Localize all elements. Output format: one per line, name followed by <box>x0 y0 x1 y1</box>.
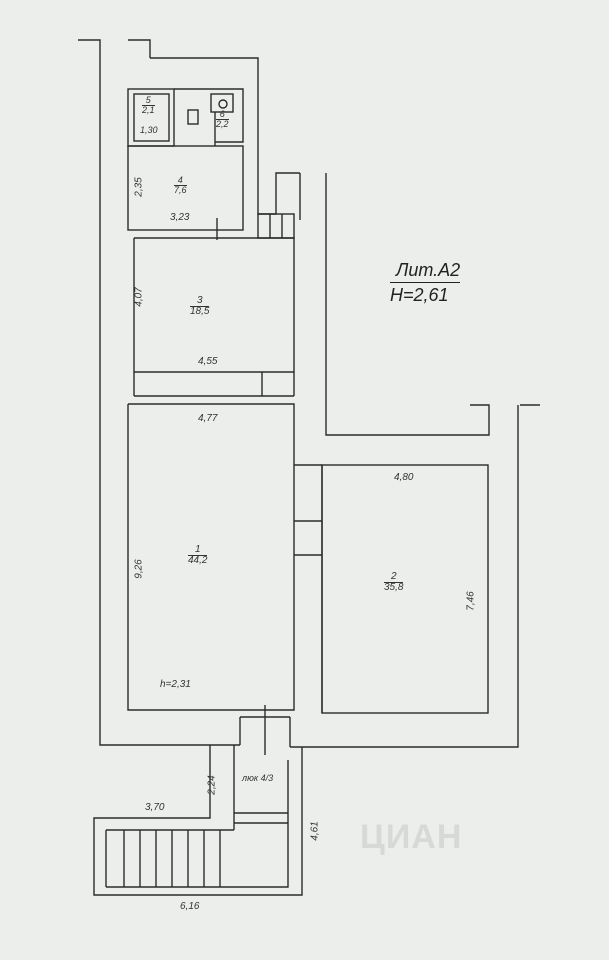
stair-annex-outer <box>93 745 303 896</box>
wall-lines <box>78 39 540 896</box>
outer-wall-top-notch <box>128 39 151 58</box>
dim-4-55: 4,55 <box>198 356 218 367</box>
stair-note: люк 4/3 <box>242 773 274 783</box>
outer-wall-right-upper <box>325 173 490 436</box>
dim-3-70: 3,70 <box>145 802 165 813</box>
room-6-outline <box>174 88 244 143</box>
dim-4-77: 4,77 <box>198 413 218 424</box>
dim-4-61: 4,61 <box>309 821 321 841</box>
dim-6-16: 6,16 <box>180 901 200 912</box>
watermark: ЦИАН <box>360 818 463 856</box>
outer-wall-top <box>150 57 300 215</box>
stair-annex-inner-right <box>106 760 289 888</box>
room-2-outline <box>321 464 489 714</box>
room-3-outline <box>133 237 295 373</box>
room-1-height: h=2,31 <box>160 679 191 690</box>
dim-1-30: 1,30 <box>140 125 158 135</box>
room-4-outline <box>127 145 244 231</box>
dim-2-35: 2,35 <box>133 177 145 197</box>
dim-4-80: 4,80 <box>394 472 414 483</box>
room-5-inner <box>133 93 170 142</box>
room-1-outline <box>127 403 295 711</box>
dim-7-46: 7,46 <box>465 591 477 611</box>
sink-bowl <box>218 99 228 109</box>
dim-3-23: 3,23 <box>170 212 190 223</box>
stair-treads <box>123 830 221 887</box>
outer-wall-right <box>290 405 519 748</box>
outer-wall-left <box>78 39 240 746</box>
dim-4-07: 4,07 <box>133 287 145 307</box>
sink-fixture <box>210 93 234 113</box>
ceiling-height: Н=2,61 <box>390 285 449 305</box>
litera-label: Лит.А2 Н=2,61 <box>390 258 461 307</box>
dim-9-26: 9,26 <box>133 559 145 579</box>
dim-2-24: 2,24 <box>206 775 218 795</box>
vent-block <box>257 213 295 239</box>
litera-title: Лит.А2 <box>390 258 461 283</box>
toilet-fixture <box>187 109 199 125</box>
